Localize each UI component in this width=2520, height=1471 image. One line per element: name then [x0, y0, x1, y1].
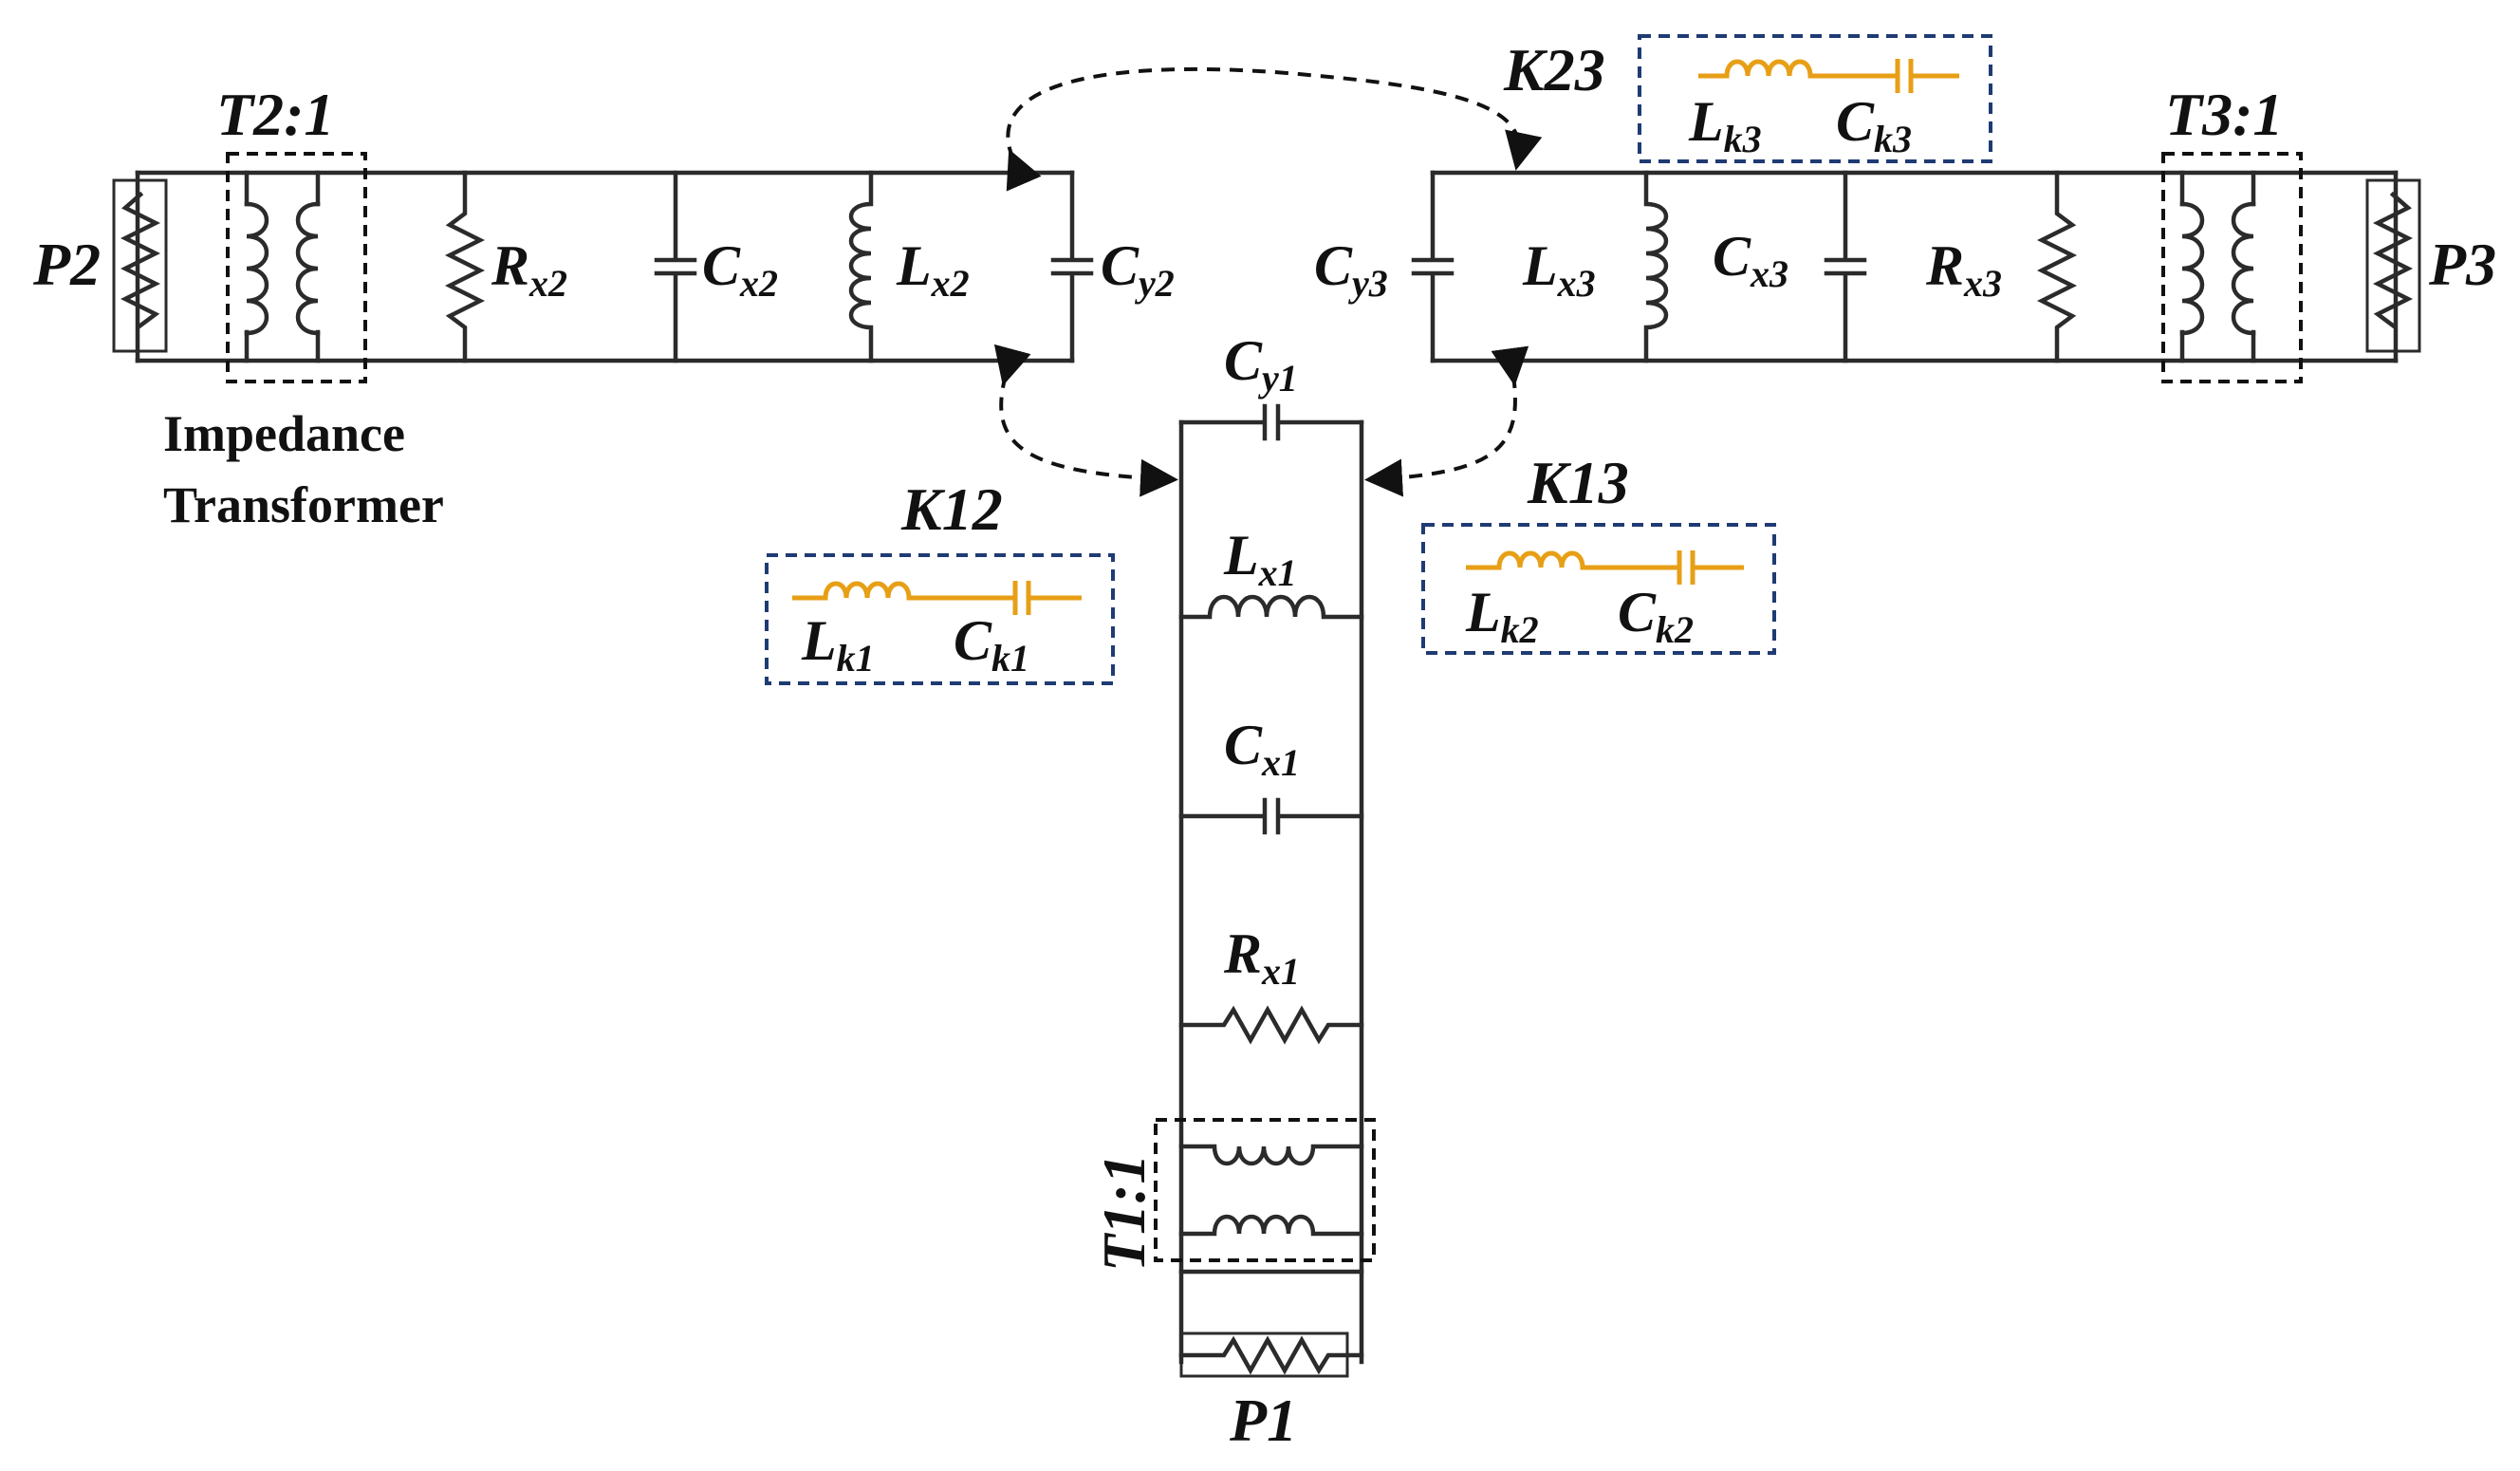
- label-cx1: Cx1: [1224, 714, 1300, 784]
- port-2-frame: [112, 178, 168, 353]
- label-cy2: Cy2: [1101, 234, 1175, 305]
- label-lk1: Lk1: [801, 609, 875, 680]
- port-2-label: P2: [32, 231, 101, 298]
- port-3-frame: [2365, 178, 2421, 353]
- label-lk2: Lk2: [1465, 581, 1539, 651]
- label-ck3: Ck3: [1836, 90, 1912, 160]
- port-1-label: P1: [1229, 1387, 1297, 1454]
- label-k13: K13: [1527, 449, 1629, 516]
- transformer-2-box: [226, 152, 367, 383]
- inductor-lx1: [1178, 594, 1364, 620]
- label-ck1: Ck1: [954, 609, 1029, 680]
- label-rx3: Rx3: [1925, 234, 2002, 305]
- transformer-1-label: T1:1: [1090, 1154, 1158, 1272]
- transformer-1-secondary: [1178, 1214, 1364, 1237]
- port-2-resistor: [120, 191, 161, 329]
- resistor-rx2: [444, 170, 486, 363]
- label-k12: K12: [900, 475, 1003, 543]
- coupling-arrow-k12: [993, 344, 1178, 497]
- inductor-lx2: [848, 170, 874, 363]
- transformer-2-primary: [244, 201, 269, 336]
- transformer-2-label: T2:1: [216, 81, 334, 148]
- transformer-3-secondary: [2231, 201, 2256, 336]
- label-lx2: Lx2: [896, 234, 970, 305]
- resistor-rx3: [2036, 170, 2078, 363]
- resonator-3: [1411, 152, 2421, 383]
- capacitor-cy3: [1411, 170, 1455, 363]
- port-1-resistor: [1178, 1335, 1364, 1375]
- resonator-2: [112, 152, 1094, 383]
- label-cy1: Cy1: [1224, 329, 1298, 400]
- label-lx3: Lx3: [1522, 234, 1596, 305]
- label-rx1: Rx1: [1223, 922, 1300, 993]
- coupling-arrow-k13: [1364, 345, 1529, 497]
- coupling-box-k13: [1421, 523, 1776, 655]
- transformer-2-secondary: [295, 201, 321, 336]
- resonator-1: [1154, 403, 1376, 1378]
- coupling-arrow-k23: [1006, 66, 1543, 192]
- capacitor-cy1: [1178, 403, 1364, 441]
- transformer-3-primary: [2179, 201, 2205, 336]
- port-3-resistor: [2372, 191, 2414, 329]
- label-lk3: Lk3: [1688, 90, 1762, 160]
- transformer-3-box: [2161, 152, 2303, 383]
- capacitor-cy2: [1050, 170, 1094, 363]
- port-3-label: P3: [2428, 231, 2496, 298]
- label-rx2: Rx2: [491, 234, 567, 305]
- capacitor-cx1: [1178, 797, 1364, 835]
- impedance-label-line-1: Impedance: [163, 405, 405, 462]
- transformer-1-box: [1154, 1118, 1376, 1262]
- coupling-k13-lc: [1466, 550, 1744, 585]
- label-cx3: Cx3: [1713, 225, 1788, 295]
- label-ck2: Ck2: [1618, 581, 1694, 651]
- label-lx1: Lx1: [1223, 524, 1297, 594]
- label-cy3: Cy3: [1314, 234, 1388, 305]
- inductor-lx3: [1643, 170, 1669, 363]
- transformer-3-label: T3:1: [2165, 81, 2283, 148]
- capacitor-cx3: [1824, 170, 1867, 363]
- coupling-box-k12: [765, 553, 1115, 685]
- impedance-label-line-2: Transformer: [163, 476, 444, 533]
- resistor-rx1: [1178, 1005, 1364, 1045]
- transformer-1-primary: [1178, 1144, 1364, 1166]
- coupling-box-k23: [1638, 34, 1992, 163]
- coupling-k12-lc: [792, 581, 1082, 615]
- label-cx2: Cx2: [702, 234, 778, 305]
- capacitor-cx2: [654, 170, 697, 363]
- coupling-k23-lc: [1698, 59, 1959, 93]
- label-k23: K23: [1503, 36, 1605, 103]
